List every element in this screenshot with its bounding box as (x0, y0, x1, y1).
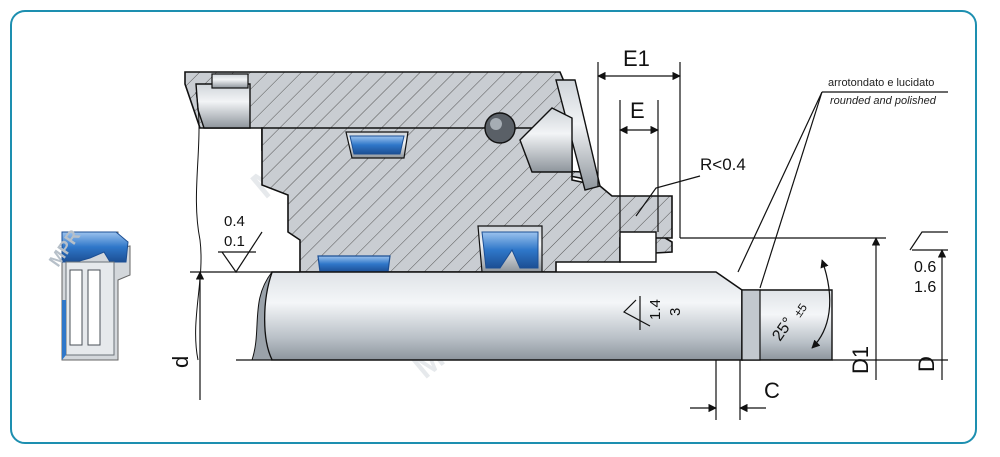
e1-label: E1 (623, 46, 650, 71)
seal-section-icon: MPR (45, 226, 131, 361)
radius-label: R<0.4 (700, 155, 746, 174)
roughness-rod-top: 1.4 (647, 299, 664, 320)
roughness-left-bottom: 0.1 (224, 233, 245, 250)
note-english: rounded and polished (830, 95, 937, 107)
dimension-lines (190, 62, 948, 420)
rod (251, 271, 833, 361)
d1-label: D1 (848, 346, 873, 374)
d-label: d (168, 356, 193, 368)
c-label: C (764, 378, 780, 403)
note-italian: arrotondato e lucidato (828, 77, 934, 89)
d-big-label: D (914, 356, 939, 372)
roughness-rod-bottom: 3 (667, 308, 684, 316)
roughness-right-bottom: 1.6 (914, 279, 936, 296)
roughness-left-top: 0.4 (224, 213, 245, 230)
housing (184, 71, 673, 273)
section-line (195, 91, 202, 361)
e-label: E (630, 98, 645, 123)
roughness-right-top: 0.6 (914, 259, 936, 276)
